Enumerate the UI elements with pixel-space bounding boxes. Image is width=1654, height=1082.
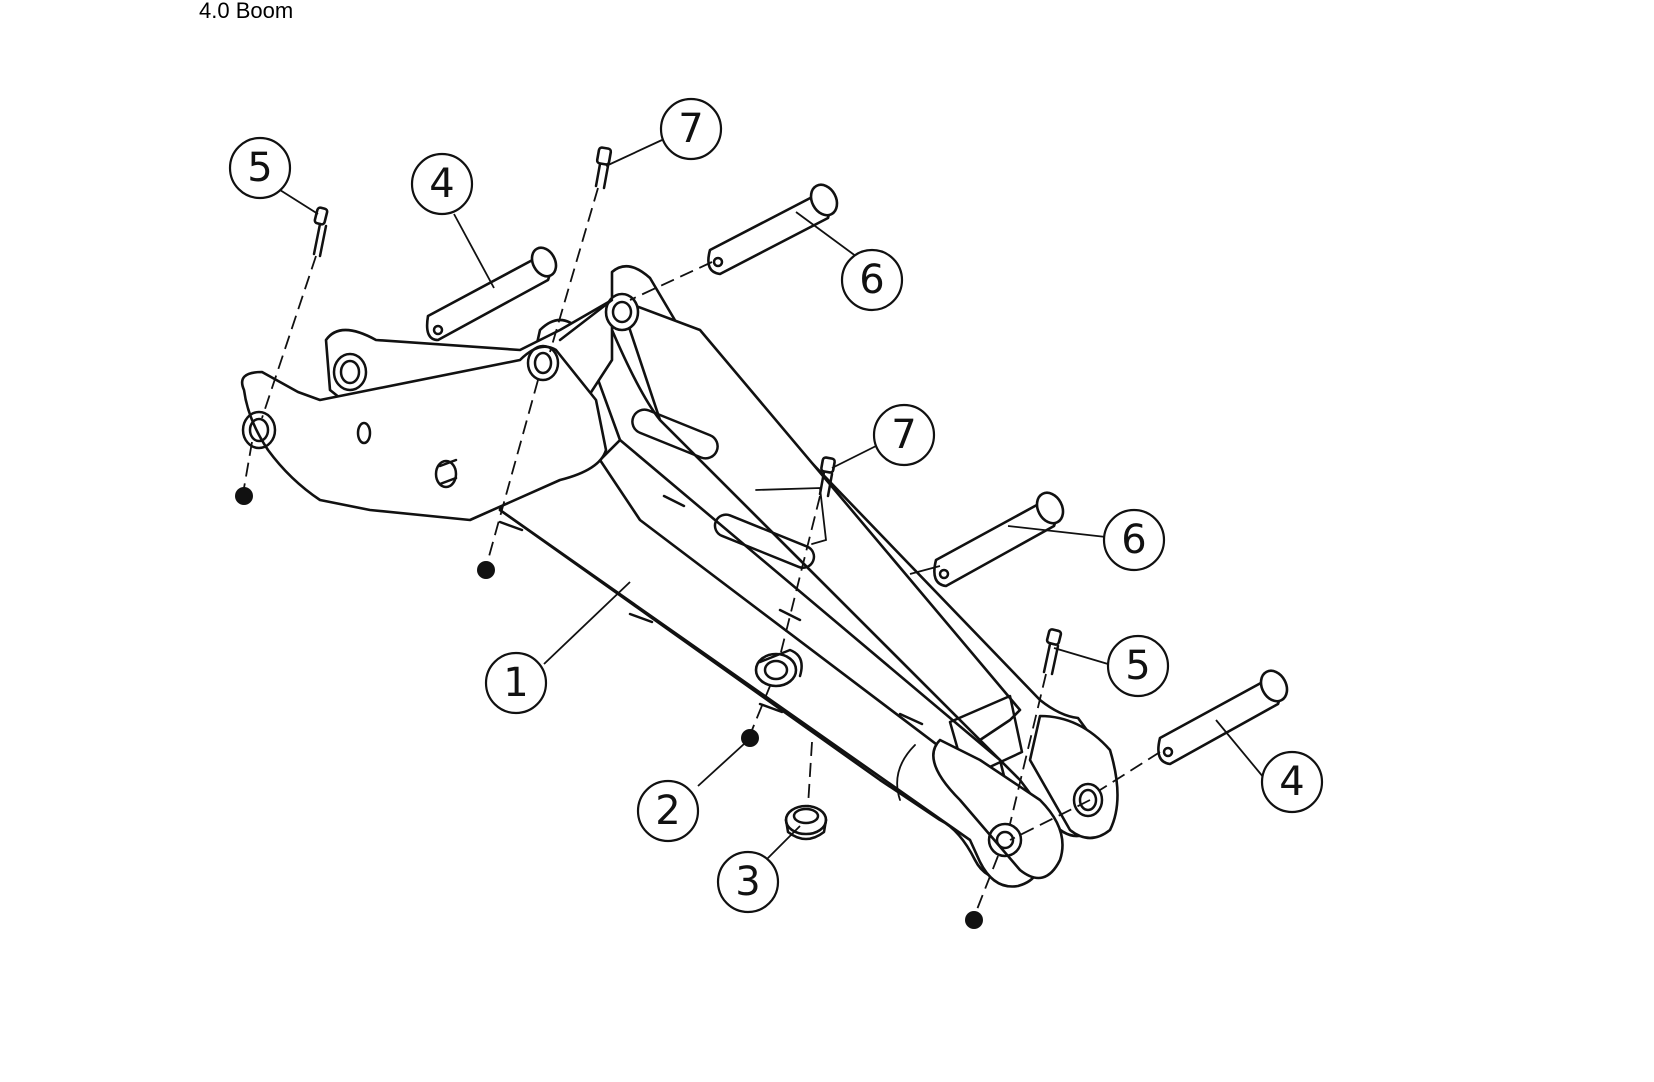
bolt-7-mid bbox=[818, 456, 836, 498]
nut-front-mid bbox=[477, 561, 495, 579]
callout-4-rear: 4 bbox=[1260, 750, 1324, 814]
pin-6-rear bbox=[933, 491, 1065, 588]
bolt-5-rear bbox=[1042, 628, 1063, 676]
callout-label: 4 bbox=[429, 161, 454, 207]
pin-4-rear bbox=[1157, 669, 1289, 766]
callout-2: 2 bbox=[636, 779, 700, 843]
callout-label: 5 bbox=[1125, 643, 1150, 689]
callout-label: 5 bbox=[247, 145, 272, 191]
callout-6-rear: 6 bbox=[1102, 508, 1166, 572]
front-bracket bbox=[240, 292, 640, 522]
callout-label: 1 bbox=[503, 660, 528, 706]
callout-label: 2 bbox=[655, 788, 680, 834]
callout-4-front: 4 bbox=[410, 152, 474, 216]
callout-7-mid: 7 bbox=[872, 403, 936, 467]
boom-arm bbox=[498, 264, 1119, 888]
callout-label: 3 bbox=[735, 859, 760, 905]
callout-5-front: 5 bbox=[228, 136, 292, 200]
nut-front-left bbox=[235, 487, 253, 505]
bushing-3 bbox=[784, 804, 828, 841]
nut-rear bbox=[965, 911, 983, 929]
callout-5-rear: 5 bbox=[1106, 634, 1170, 698]
callout-label: 4 bbox=[1279, 759, 1304, 805]
callout-6-front: 6 bbox=[840, 248, 904, 312]
bolt-5-front bbox=[312, 206, 329, 258]
callout-label: 6 bbox=[1121, 517, 1146, 563]
assembly-lines bbox=[243, 187, 1161, 913]
callout-1: 1 bbox=[484, 651, 548, 715]
callout-7-front: 7 bbox=[659, 97, 723, 161]
callout-label: 6 bbox=[859, 257, 884, 303]
nut-body bbox=[741, 729, 759, 747]
callout-label: 7 bbox=[891, 412, 916, 458]
pin-4-front bbox=[425, 246, 558, 342]
callout-3: 3 bbox=[716, 850, 780, 914]
page-title: 4.0 Boom bbox=[199, 0, 294, 23]
callout-label: 7 bbox=[678, 106, 703, 152]
bolt-7-front bbox=[594, 146, 613, 190]
pin-6-front bbox=[707, 183, 839, 276]
